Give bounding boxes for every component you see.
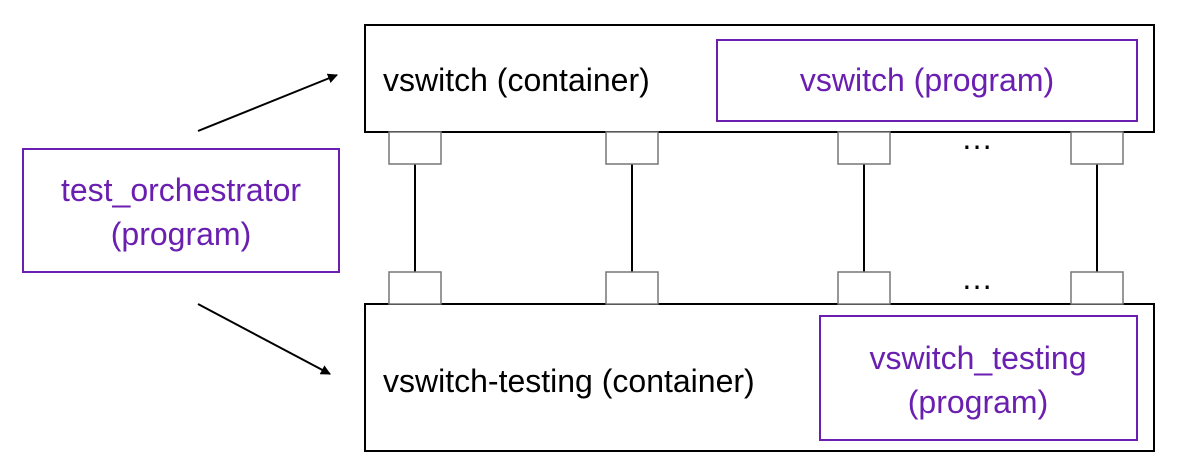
testing-ports-ellipsis: … [961,260,993,296]
testing-program-box [819,315,1138,441]
orchestrator-program-frame [22,148,340,273]
vswitch-ports-ellipsis: … [961,120,993,156]
testing-port-3 [837,271,891,305]
arrow-to-vswitch-container [197,73,338,132]
testing-ports: … [388,260,1124,305]
testing-port-2 [605,271,659,305]
vswitch-ports: … [388,120,1124,165]
testing-program-label-line2: (program) [908,384,1048,420]
vswitch-port-4 [1070,131,1124,165]
testing-container-label: vswitch-testing (container) [383,363,755,399]
vswitch-container: vswitch (container) vswitch (program) [364,24,1155,133]
vswitch-port-3 [837,131,891,165]
testing-port-1 [388,271,442,305]
orchestrator-program-box: test_orchestrator (program) [22,148,340,273]
port-links [414,164,1098,272]
orchestrator-label-line2: (program) [111,216,251,252]
vswitch-program-box [716,39,1138,122]
vswitch-port-1 [388,131,442,165]
testing-container: vswitch-testing (container) vswitch_test… [364,303,1155,452]
vswitch-container-label: vswitch (container) [383,62,650,98]
orchestrator-label-line1: test_orchestrator [61,172,301,208]
testing-port-4 [1070,271,1124,305]
vswitch-port-2 [605,131,659,165]
arrow-to-testing-container [197,303,331,375]
vswitch-program-label: vswitch (program) [800,62,1054,98]
testing-program-label-line1: vswitch_testing [870,340,1087,376]
